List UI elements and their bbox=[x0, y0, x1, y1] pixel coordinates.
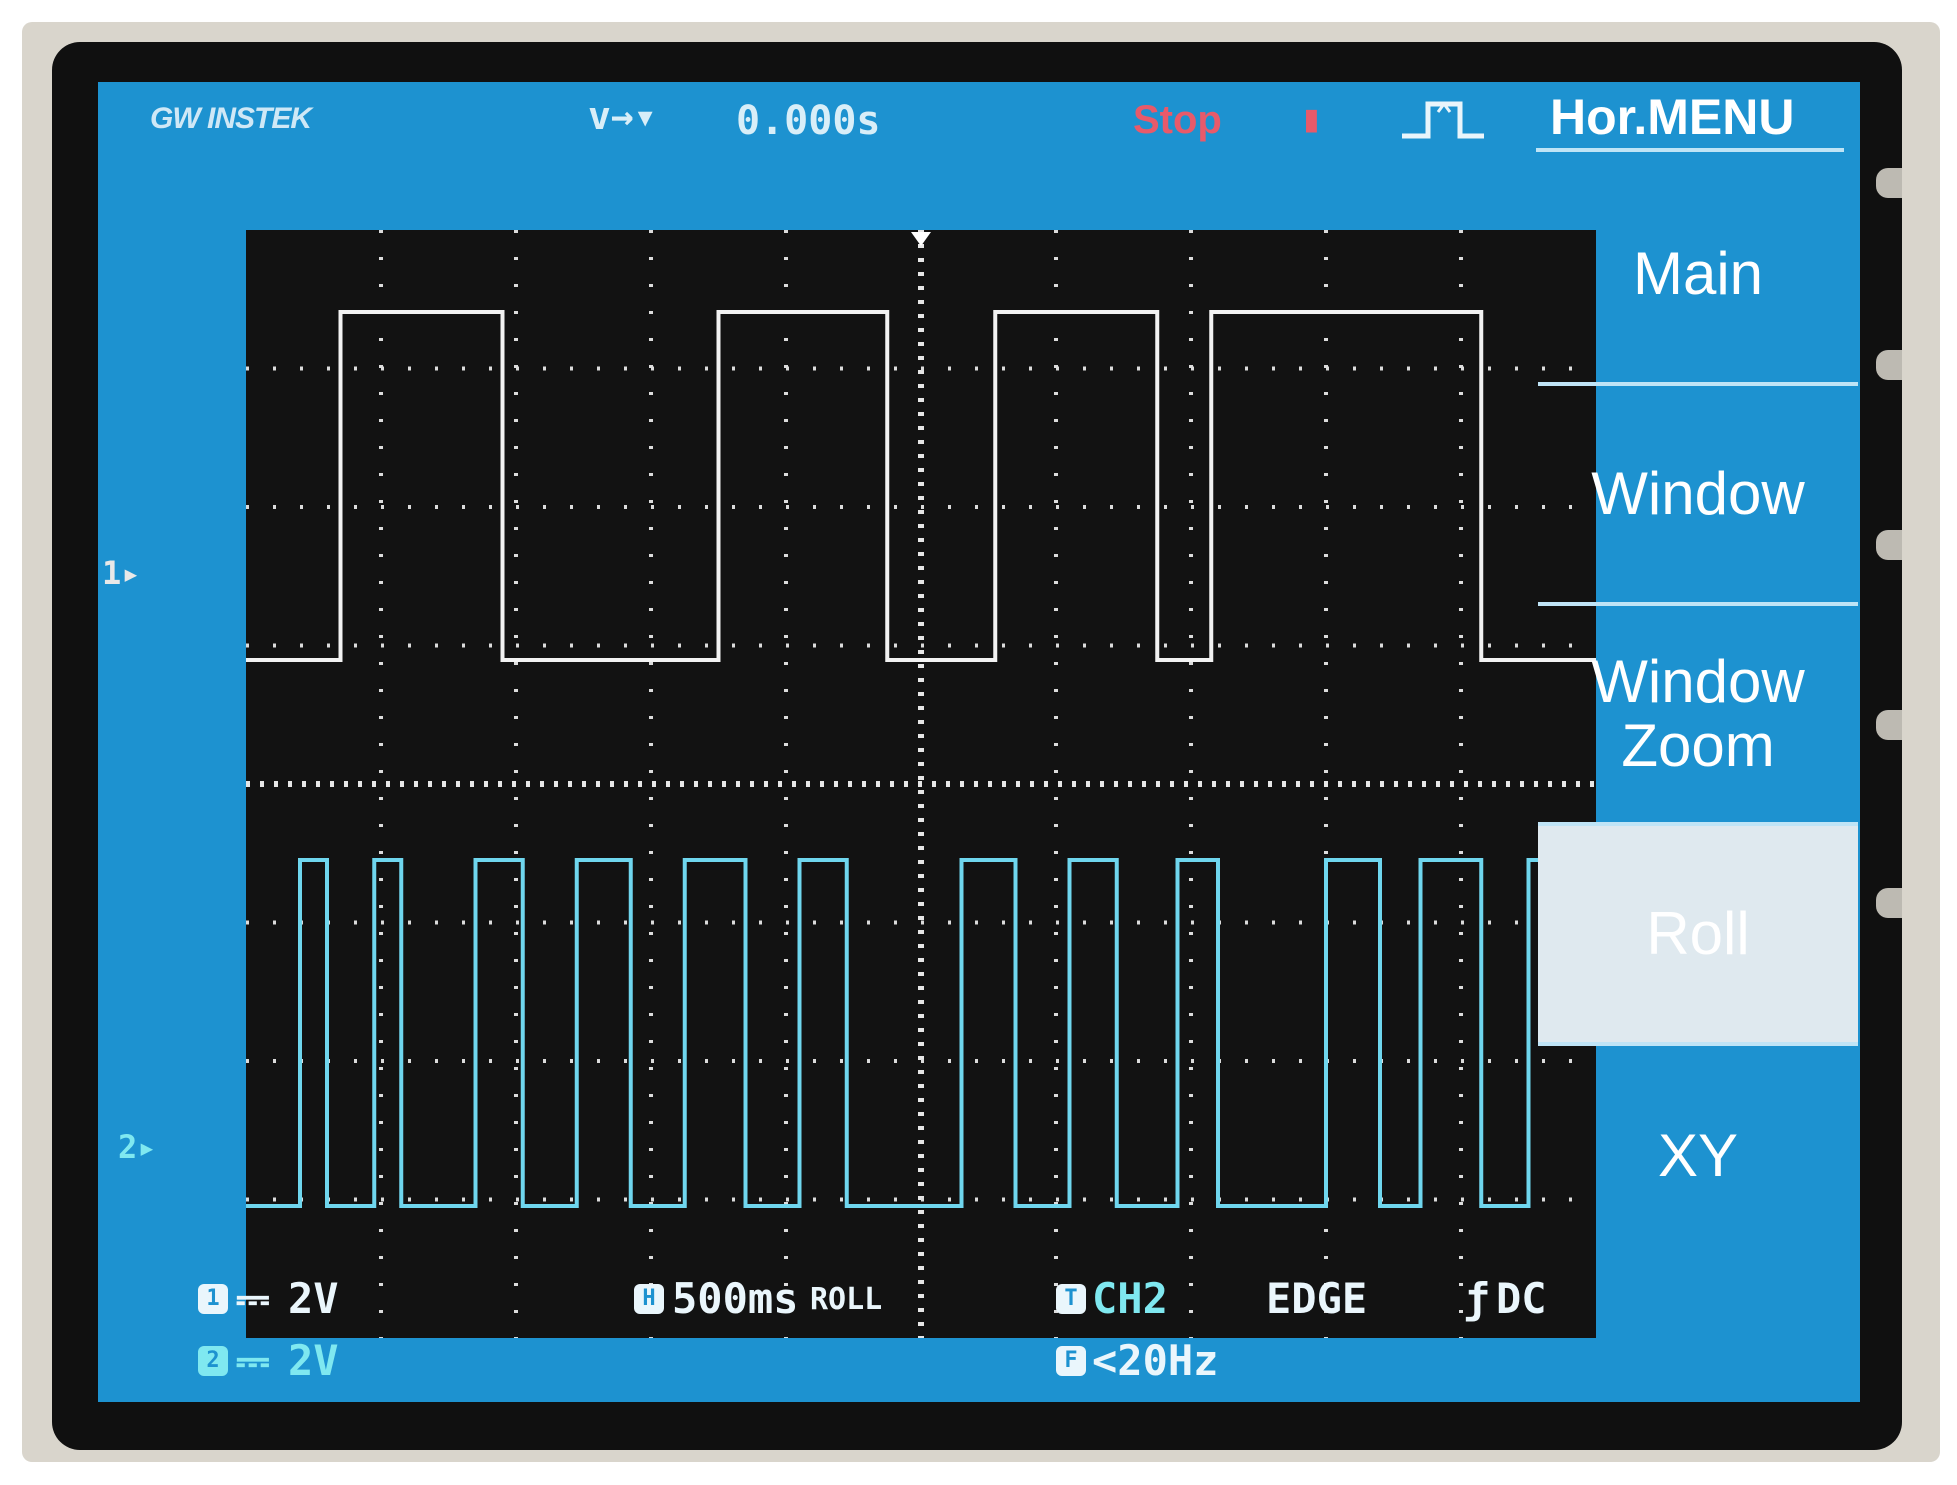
trigger-pulse-icon bbox=[1402, 101, 1484, 139]
trigger-type: EDGE bbox=[1266, 1274, 1368, 1323]
ch2-coupling-icon: ⎓ bbox=[236, 1336, 270, 1385]
timebase-chip: H bbox=[634, 1284, 664, 1314]
frequency-chip: F bbox=[1056, 1346, 1086, 1376]
side-button-4[interactable] bbox=[1876, 710, 1902, 740]
horizontal-position-icon: v→▾ bbox=[588, 94, 657, 138]
trigger-source: CH2 bbox=[1092, 1274, 1168, 1323]
ch2-waveform bbox=[246, 858, 1596, 1208]
menu-title-divider bbox=[1536, 148, 1844, 152]
ch1-waveform bbox=[246, 310, 1596, 662]
horizontal-menu: Main Window Window Zoom Roll XY bbox=[1538, 166, 1858, 1256]
stop-mark-icon: ▮ bbox=[1300, 96, 1323, 140]
ch2-chip: 2 bbox=[198, 1346, 228, 1376]
menu-item-roll[interactable]: Roll bbox=[1538, 826, 1858, 1046]
ch1-chip: 1 bbox=[198, 1284, 228, 1314]
status-bar: 1 ⎓ 2V 2 ⎓ 2V H 500ms ROLL T CH2 EDGE ƒ … bbox=[98, 1262, 1860, 1402]
ch1-ground-marker: 1▸ bbox=[102, 554, 141, 592]
trigger-slope-icon: ƒ bbox=[1464, 1274, 1490, 1323]
trigger-frequency: <20Hz bbox=[1092, 1336, 1219, 1385]
menu-item-main[interactable]: Main bbox=[1538, 166, 1858, 386]
ch1-coupling-icon: ⎓ bbox=[236, 1274, 270, 1323]
menu-item-window[interactable]: Window bbox=[1538, 386, 1858, 606]
ch1-scale: 2V bbox=[288, 1274, 339, 1323]
menu-item-window-zoom[interactable]: Window Zoom bbox=[1538, 606, 1858, 826]
horizontal-position-value: 0.000s bbox=[736, 98, 881, 144]
side-button-3[interactable] bbox=[1876, 530, 1902, 560]
timebase-value: 500ms bbox=[672, 1274, 799, 1323]
trigger-chip: T bbox=[1056, 1284, 1086, 1314]
graticule-grid bbox=[246, 230, 1596, 1338]
menu-item-xy[interactable]: XY bbox=[1657, 1122, 1739, 1189]
side-button-2[interactable] bbox=[1876, 350, 1902, 380]
trigger-position-marker bbox=[911, 232, 931, 246]
menu-title: Hor.MENU bbox=[1550, 89, 1795, 145]
trigger-coupling: DC bbox=[1496, 1274, 1547, 1323]
ch2-ground-marker: 2▸ bbox=[118, 1128, 157, 1166]
side-button-5[interactable] bbox=[1876, 888, 1902, 918]
ch2-scale: 2V bbox=[288, 1336, 339, 1385]
timebase-mode: ROLL bbox=[810, 1282, 883, 1317]
waveform-display bbox=[246, 230, 1596, 1338]
side-button-1[interactable] bbox=[1876, 168, 1902, 198]
oscilloscope-screen: GW INSTEK v→▾ 0.000s Stop ▮ Hor.MENU 1▸ … bbox=[98, 82, 1860, 1402]
brand-logo: GW INSTEK bbox=[150, 102, 312, 135]
run-state-label: Stop bbox=[1133, 98, 1222, 142]
